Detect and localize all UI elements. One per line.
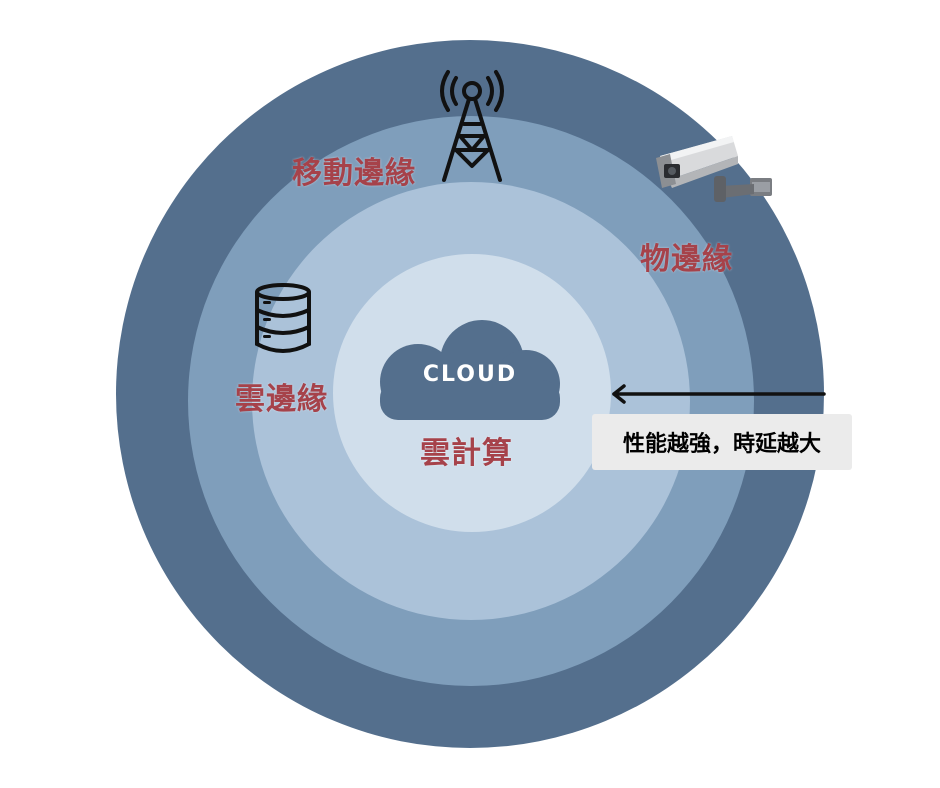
cloud-icon xyxy=(380,320,560,420)
mobile-edge-label: 移動邊緣 xyxy=(292,156,416,191)
performance-latency-callout: 性能越強，時延越大 xyxy=(592,414,852,470)
cloud-computing-label: 雲計算 xyxy=(420,436,513,471)
iot-edge-label: 物邊緣 xyxy=(640,242,733,277)
database-icon xyxy=(255,283,311,353)
cloud-icon-text: CLOUD xyxy=(422,362,518,387)
cloud-edge-label: 雲邊緣 xyxy=(235,382,328,417)
arrow-left-icon xyxy=(612,384,826,404)
cell-tower-icon xyxy=(440,70,504,182)
callout-text: 性能越強，時延越大 xyxy=(622,432,821,457)
security-camera-icon xyxy=(656,136,772,202)
